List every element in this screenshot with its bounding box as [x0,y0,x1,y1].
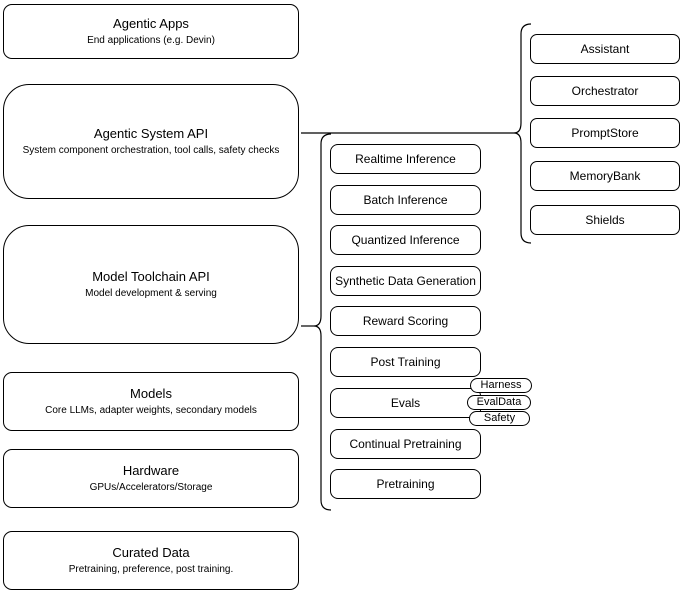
node-subtitle: GPUs/Accelerators/Storage [89,482,213,494]
node-subtitle: Pretraining, preference, post training. [68,564,234,576]
node-quantized-inference: Quantized Inference [330,225,481,255]
node-label: Shields [585,213,625,227]
node-continual-pretraining: Continual Pretraining [330,429,481,459]
node-batch-inference: Batch Inference [330,185,481,215]
node-memorybank: MemoryBank [530,161,680,191]
node-subtitle: System component orchestration, tool cal… [22,145,280,157]
pill-safety: Safety [469,411,530,426]
node-title: Hardware [122,462,180,478]
node-label: Assistant [580,42,630,56]
node-shields: Shields [530,205,680,235]
brace-agentic-group [513,23,532,244]
node-agentic-apps: Agentic Apps End applications (e.g. Devi… [3,4,299,59]
node-model-toolchain-api: Model Toolchain API Model development & … [3,225,299,344]
pill-label: Harness [480,379,522,391]
node-label: Batch Inference [363,193,448,207]
node-post-training: Post Training [330,347,481,377]
node-label: Pretraining [376,477,435,491]
node-label: Orchestrator [571,84,639,98]
node-title: Agentic Apps [113,15,189,31]
node-label: Synthetic Data Generation [335,274,476,288]
node-subtitle: Model development & serving [85,288,217,300]
node-evals: Evals [330,388,481,418]
node-label: Post Training [370,355,441,369]
node-synthetic-data-generation: Synthetic Data Generation [330,266,481,296]
pill-label: Safety [483,412,516,424]
pill-harness: Harness [470,378,532,393]
node-label: MemoryBank [569,169,641,183]
node-reward-scoring: Reward Scoring [330,306,481,336]
pill-evaldata: EvalData [467,395,531,410]
node-pretraining: Pretraining [330,469,481,499]
node-label: Reward Scoring [362,314,449,328]
node-subtitle: Core LLMs, adapter weights, secondary mo… [45,405,257,417]
node-realtime-inference: Realtime Inference [330,144,481,174]
node-label: PromptStore [571,126,639,140]
node-subtitle: End applications (e.g. Devin) [87,35,215,47]
node-title: Models [130,385,172,401]
node-curated-data: Curated Data Pretraining, preference, po… [3,531,299,590]
node-assistant: Assistant [530,34,680,64]
node-label: Continual Pretraining [349,437,462,451]
node-title: Agentic System API [93,125,209,141]
node-promptstore: PromptStore [530,118,680,148]
node-orchestrator: Orchestrator [530,76,680,106]
node-title: Curated Data [112,544,190,560]
node-label: Realtime Inference [355,152,456,166]
node-agentic-system-api: Agentic System API System component orch… [3,84,299,199]
node-models: Models Core LLMs, adapter weights, secon… [3,372,299,431]
node-label: Quantized Inference [351,233,460,247]
node-title: Model Toolchain API [92,268,210,284]
node-label: Evals [390,396,421,410]
node-hardware: Hardware GPUs/Accelerators/Storage [3,449,299,508]
brace-toolchain-group [313,133,332,511]
pill-label: EvalData [476,396,522,408]
